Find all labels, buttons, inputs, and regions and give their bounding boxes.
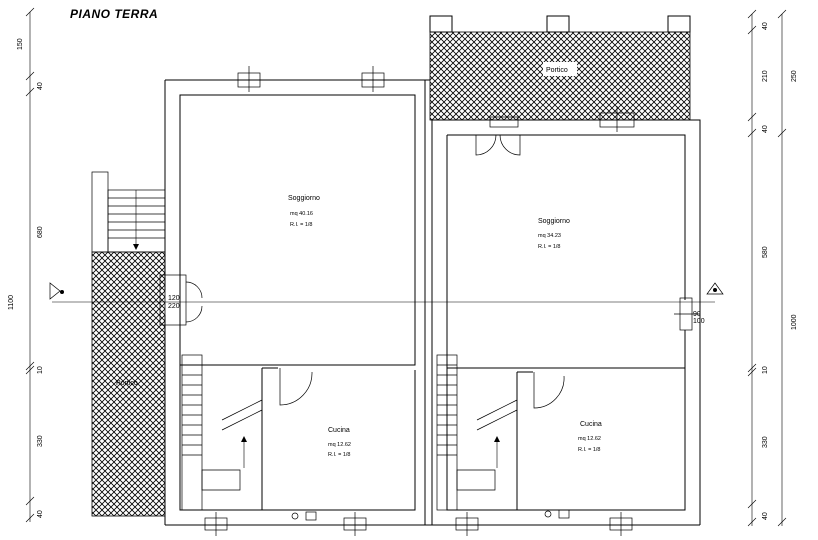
- left-living-rl: R.I. = 1/8: [290, 222, 312, 228]
- dim-r-330: 330: [762, 436, 769, 448]
- window-right-height: 100: [693, 318, 705, 325]
- dim-40-bottom: 40: [37, 510, 44, 518]
- dim-150: 150: [17, 38, 24, 50]
- left-living-name: Soggiorno: [288, 195, 320, 202]
- dim-r-250: 250: [791, 70, 798, 82]
- dim-r-40-bottom: 40: [762, 512, 769, 520]
- dim-r-40-mid: 40: [762, 125, 769, 133]
- right-dimension-chain: 40 210 250 40 580 1000 10 330 40: [747, 9, 798, 527]
- window-bottom-4: [609, 512, 633, 536]
- window-bottom-3: [455, 512, 479, 536]
- stairs-left: [181, 354, 263, 511]
- terrace-pillar-3: [667, 15, 691, 33]
- window-top-left-1: [237, 66, 261, 92]
- dim-680: 680: [37, 226, 44, 238]
- left-kitchen-area: mq 12.62: [328, 442, 351, 448]
- bottom-vents: [291, 509, 570, 521]
- left-kitchen-rl: R.I. = 1/8: [328, 452, 350, 458]
- window-right-wall: 90 100: [674, 297, 705, 331]
- plan-title: PIANO TERRA: [70, 7, 158, 21]
- stairs-exterior: [91, 171, 166, 253]
- dim-330: 330: [37, 435, 44, 447]
- right-kitchen-area: mq 12.62: [578, 436, 601, 442]
- terrace-left: [91, 251, 166, 517]
- terrace-pillar-1: [429, 15, 453, 33]
- terrace-top-label-bg: [543, 62, 577, 76]
- dim-10: 10: [37, 366, 44, 374]
- dim-r-40-top: 40: [762, 22, 769, 30]
- door-left-height: 220: [168, 303, 180, 310]
- dim-40-top: 40: [37, 82, 44, 90]
- right-living-name: Soggiorno: [538, 218, 570, 225]
- terrace-pillar-2: [546, 15, 570, 33]
- section-marker-left: [49, 282, 64, 300]
- kitchen-right-door: [533, 372, 565, 409]
- right-kitchen-name: Cucina: [580, 421, 602, 428]
- left-living-area: mq 40.16: [290, 211, 313, 217]
- right-living-area: mq 34.23: [538, 233, 561, 239]
- building-walls: [164, 79, 701, 526]
- door-top-right: [475, 116, 521, 156]
- door-left: 120 220: [159, 274, 203, 326]
- window-bottom-2: [343, 512, 367, 536]
- window-bottom-1: [204, 512, 228, 536]
- window-top-left-2: [361, 66, 385, 92]
- right-kitchen-rl: R.I. = 1/8: [578, 447, 600, 453]
- terrace-top-label: Portico: [546, 67, 568, 74]
- dim-r-1000: 1000: [791, 314, 798, 330]
- window-top-right: [599, 106, 635, 132]
- left-dimension-chain: 150 40 680 1100 10 330 40: [8, 7, 44, 523]
- left-kitchen-name: Cucina: [328, 427, 350, 434]
- dim-r-10: 10: [762, 366, 769, 374]
- window-right-width: 90: [693, 311, 701, 318]
- dim-r-210: 210: [762, 70, 769, 82]
- stairs-right: [436, 354, 518, 511]
- right-living-rl: R.I. = 1/8: [538, 244, 560, 250]
- door-left-width: 120: [168, 295, 180, 302]
- dim-r-580: 580: [762, 246, 769, 258]
- section-marker-right: [706, 282, 724, 295]
- terrace-left-label: Portico: [116, 380, 138, 387]
- kitchen-left-door: [279, 368, 313, 406]
- dim-1100: 1100: [8, 295, 15, 310]
